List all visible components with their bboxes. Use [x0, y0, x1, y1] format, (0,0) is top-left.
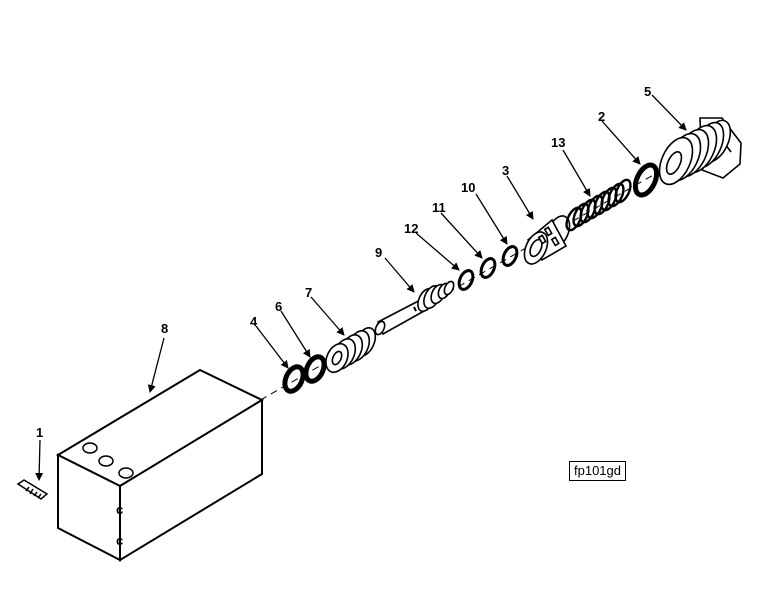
bolt — [16, 479, 49, 500]
callout-12: 12 — [404, 221, 418, 236]
o-ring-2 — [632, 162, 660, 198]
spring — [565, 178, 632, 232]
valve-seat — [325, 327, 377, 374]
callout-5: 5 — [644, 84, 651, 99]
callout-3: 3 — [502, 163, 509, 178]
callout-4: 4 — [250, 314, 258, 329]
callout-13: 13 — [551, 135, 565, 150]
callout-1: 1 — [36, 425, 43, 440]
ring-12 — [457, 269, 475, 291]
callout-11: 11 — [432, 200, 446, 215]
assembly-centerline — [249, 161, 677, 407]
valve-housing-block — [55, 368, 265, 562]
callout-9: 9 — [375, 245, 382, 260]
callout-7: 7 — [305, 285, 312, 300]
ring-10 — [501, 245, 519, 267]
figure-reference-label: fp101gd — [569, 461, 626, 481]
leader-arrows — [35, 94, 687, 481]
spring-retainer — [523, 215, 571, 265]
port-mark-upper: c — [116, 502, 123, 517]
o-ring-4 — [282, 364, 306, 394]
callout-8: 8 — [161, 321, 168, 336]
valve-plunger — [374, 280, 455, 336]
callout-10: 10 — [461, 180, 475, 195]
callout-2: 2 — [598, 109, 605, 124]
o-ring-6 — [303, 354, 327, 384]
plug-nut — [658, 117, 742, 186]
ring-11 — [479, 257, 497, 279]
port-mark-lower: c — [116, 533, 123, 548]
callout-6: 6 — [275, 299, 282, 314]
